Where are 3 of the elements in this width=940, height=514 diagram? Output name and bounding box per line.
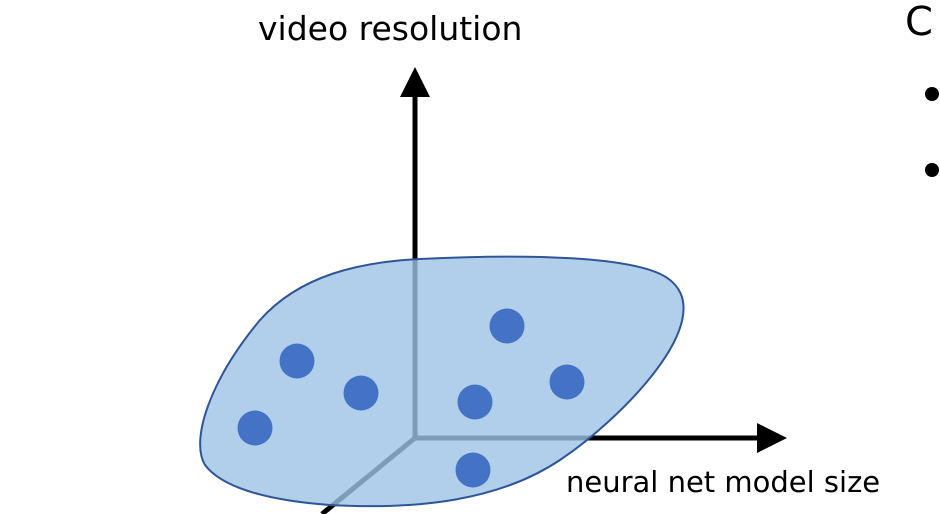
axis-label: video resolution xyxy=(258,12,522,45)
axis-label: neural net model size xyxy=(566,468,880,497)
heading-text: C xyxy=(905,2,933,42)
